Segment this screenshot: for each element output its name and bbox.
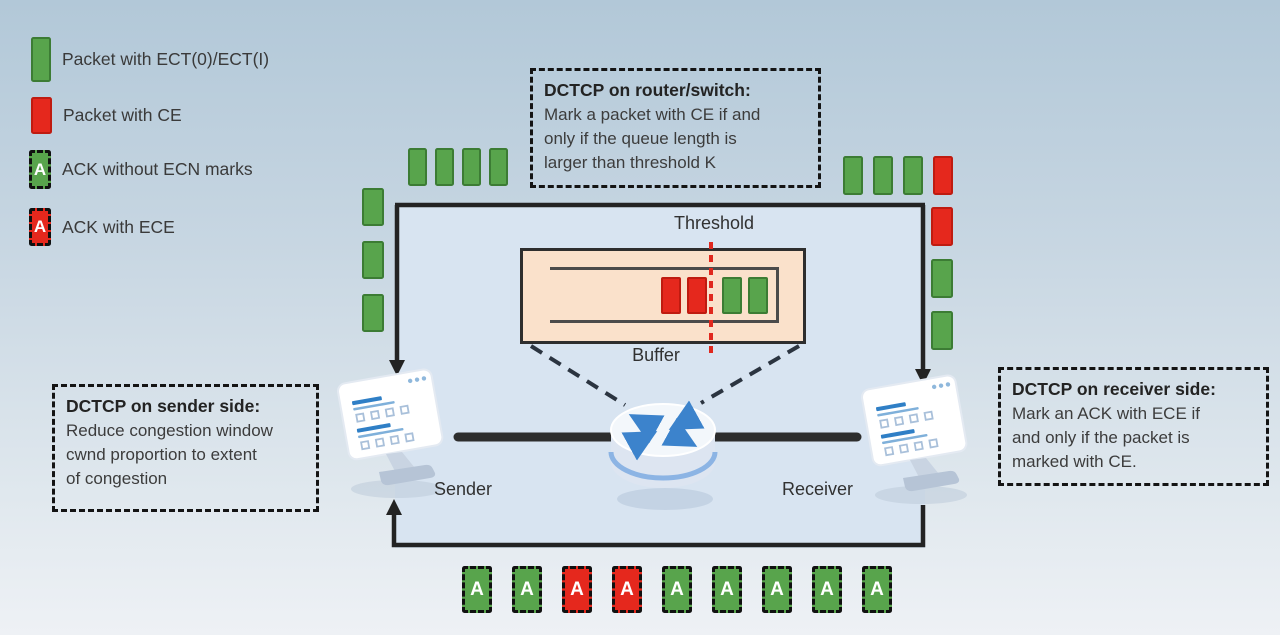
legend-item-packet-ect: Packet with ECT(0)/ECT(I) <box>31 37 269 82</box>
router-callout-title: DCTCP on router/switch: <box>544 80 751 100</box>
receiver-callout-title: DCTCP on receiver side: <box>1012 379 1216 399</box>
ack-without-ecn: A <box>762 566 792 613</box>
packet-ect <box>903 156 923 195</box>
packet-ect <box>435 148 454 186</box>
sender-callout-title: DCTCP on sender side: <box>66 396 261 416</box>
packet-ect <box>748 277 768 314</box>
legend-label: Packet with CE <box>63 105 182 125</box>
ack-with-ece-swatch: A <box>29 208 51 246</box>
receiver-callout-body: Mark an ACK with ECE if and only if the … <box>1012 403 1201 472</box>
router-callout-body: Mark a packet with CE if and only if the… <box>544 104 761 173</box>
ack-without-ecn-swatch: A <box>29 150 51 189</box>
ack-without-ecn: A <box>512 566 542 613</box>
packet-ect <box>408 148 427 186</box>
router-callout: DCTCP on router/switch: Mark a packet wi… <box>530 68 821 188</box>
ack-without-ecn: A <box>462 566 492 613</box>
packet-ect <box>362 294 384 332</box>
threshold-label: Threshold <box>673 213 755 233</box>
queue-packets <box>661 277 768 314</box>
legend-label: ACK with ECE <box>62 216 175 237</box>
legend-item-ack-ece: A ACK with ECE <box>29 208 175 246</box>
packet-ce-swatch <box>31 97 52 134</box>
sender-callout: DCTCP on sender side: Reduce congestion … <box>52 384 319 512</box>
threshold-marker-line <box>709 242 713 358</box>
ack-without-ecn: A <box>812 566 842 613</box>
packet-ce <box>661 277 681 314</box>
ack-with-ece: A <box>612 566 642 613</box>
receiver-label: Receiver <box>782 479 854 499</box>
packet-ce <box>933 156 953 195</box>
packet-ect <box>489 148 508 186</box>
packet-ce <box>931 207 953 246</box>
packet-ect <box>462 148 481 186</box>
packet-ce <box>687 277 707 314</box>
receiver-callout: DCTCP on receiver side: Mark an ACK with… <box>998 367 1269 486</box>
ack-without-ecn: A <box>862 566 892 613</box>
packet-column-sender-left <box>362 188 384 332</box>
legend-item-ack-no-ecn: A ACK without ECN marks <box>29 150 253 189</box>
queue-outline <box>550 267 779 323</box>
legend-label: Packet with ECT(0)/ECT(I) <box>62 49 270 69</box>
legend-label: ACK without ECN marks <box>62 159 253 179</box>
packet-ect <box>931 311 953 350</box>
packet-ect-swatch <box>31 37 51 82</box>
packet-ect <box>722 277 742 314</box>
ack-without-ecn: A <box>662 566 692 613</box>
ack-with-ece: A <box>562 566 592 613</box>
packet-ect <box>362 241 384 279</box>
packet-row-receiver-top <box>843 156 953 195</box>
sender-label: Sender <box>434 479 493 499</box>
packet-ect <box>362 188 384 226</box>
packet-row-sender-top <box>408 148 508 186</box>
packet-column-receiver-right <box>931 207 953 350</box>
packet-ect <box>873 156 893 195</box>
ack-without-ecn: A <box>712 566 742 613</box>
packet-ect <box>843 156 863 195</box>
packet-ect <box>931 259 953 298</box>
buffer-label: Buffer <box>632 345 680 365</box>
sender-callout-body: Reduce congestion window cwnd proportion… <box>66 420 273 489</box>
legend-item-packet-ce: Packet with CE <box>31 97 182 134</box>
